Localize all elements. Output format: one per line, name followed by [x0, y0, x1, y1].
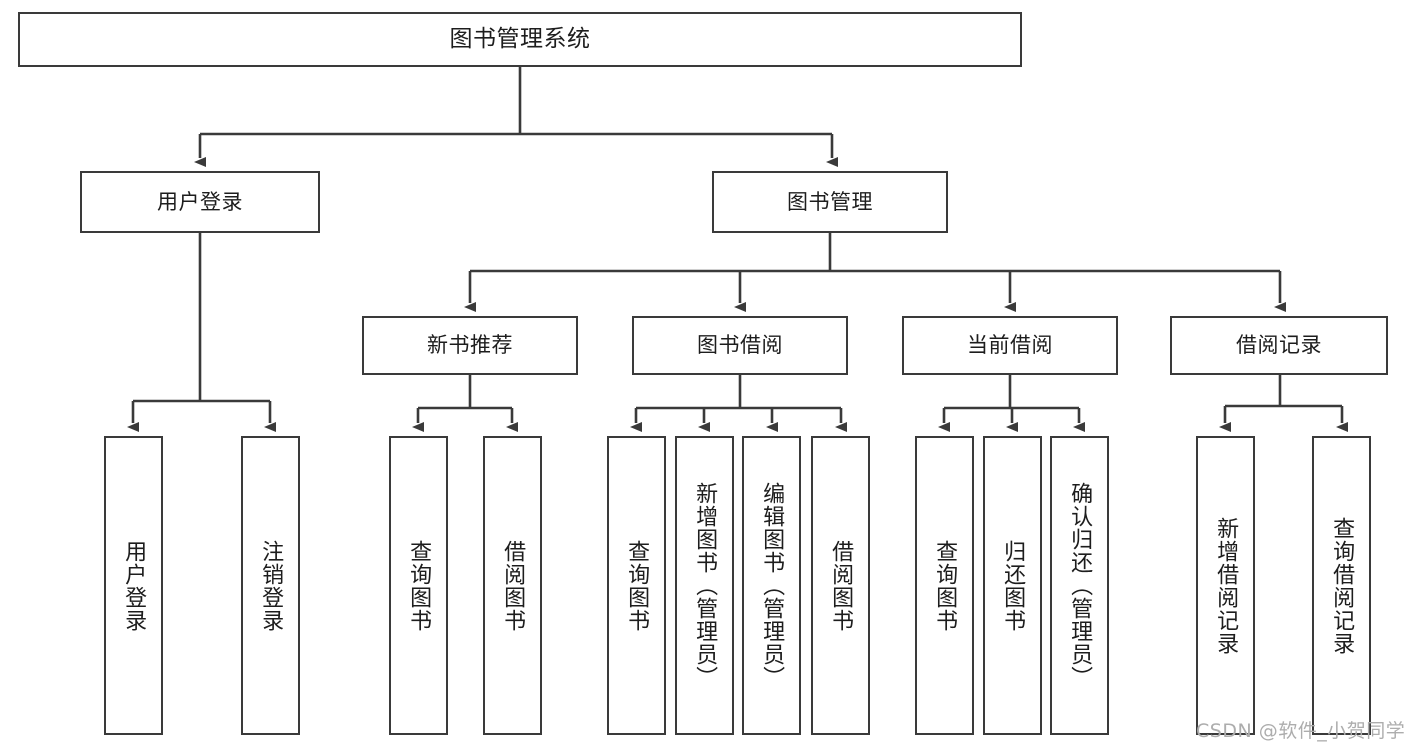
- node-current-borrow-label: 当前借阅: [967, 333, 1053, 358]
- leaf-node-label: 查询图书: [406, 539, 432, 632]
- leaf-node[interactable]: 借阅图书: [811, 436, 870, 735]
- leaf-node[interactable]: 查询借阅记录: [1312, 436, 1371, 735]
- leaf-node[interactable]: 新增借阅记录: [1196, 436, 1255, 735]
- leaf-node-label: 借阅图书: [828, 539, 854, 632]
- leaf-node-label: 用户登录: [121, 539, 147, 632]
- node-borrow-record-label: 借阅记录: [1236, 333, 1322, 358]
- leaf-node[interactable]: 编辑图书（管理员）: [742, 436, 801, 735]
- node-root[interactable]: 图书管理系统: [18, 12, 1022, 67]
- node-new-book-recommend[interactable]: 新书推荐: [362, 316, 578, 375]
- node-root-label: 图书管理系统: [449, 26, 591, 53]
- leaf-node[interactable]: 查询图书: [915, 436, 974, 735]
- leaf-node-label: 查询借阅记录: [1329, 516, 1355, 655]
- leaf-node-label: 查询图书: [932, 539, 958, 632]
- node-user-login-label: 用户登录: [157, 189, 243, 214]
- leaf-node-label: 注销登录: [258, 539, 284, 632]
- leaf-node[interactable]: 新增图书（管理员）: [675, 436, 734, 735]
- node-book-management-label: 图书管理: [787, 189, 873, 214]
- leaf-node[interactable]: 确认归还（管理员）: [1050, 436, 1109, 735]
- node-new-book-recommend-label: 新书推荐: [427, 333, 513, 358]
- leaf-node[interactable]: 归还图书: [983, 436, 1042, 735]
- node-borrow-record[interactable]: 借阅记录: [1170, 316, 1388, 375]
- leaf-node[interactable]: 查询图书: [389, 436, 448, 735]
- node-current-borrow[interactable]: 当前借阅: [902, 316, 1118, 375]
- node-book-management[interactable]: 图书管理: [712, 171, 948, 233]
- leaf-node[interactable]: 查询图书: [607, 436, 666, 735]
- leaf-node-label: 借阅图书: [500, 539, 526, 632]
- watermark-text: CSDN @软件_小贺同学: [1196, 720, 1405, 742]
- leaf-node-label: 确认归还（管理员）: [1067, 482, 1093, 689]
- leaf-node-label: 新增借阅记录: [1213, 516, 1239, 655]
- leaf-node-label: 归还图书: [1000, 539, 1026, 632]
- leaf-node-label: 新增图书（管理员）: [692, 482, 718, 689]
- node-book-borrow-label: 图书借阅: [697, 333, 783, 358]
- node-user-login[interactable]: 用户登录: [80, 171, 320, 233]
- leaf-node[interactable]: 借阅图书: [483, 436, 542, 735]
- leaf-node-label: 查询图书: [624, 539, 650, 632]
- leaf-node[interactable]: 用户登录: [104, 436, 163, 735]
- leaf-node-label: 编辑图书（管理员）: [759, 482, 785, 689]
- node-book-borrow[interactable]: 图书借阅: [632, 316, 848, 375]
- leaf-node[interactable]: 注销登录: [241, 436, 300, 735]
